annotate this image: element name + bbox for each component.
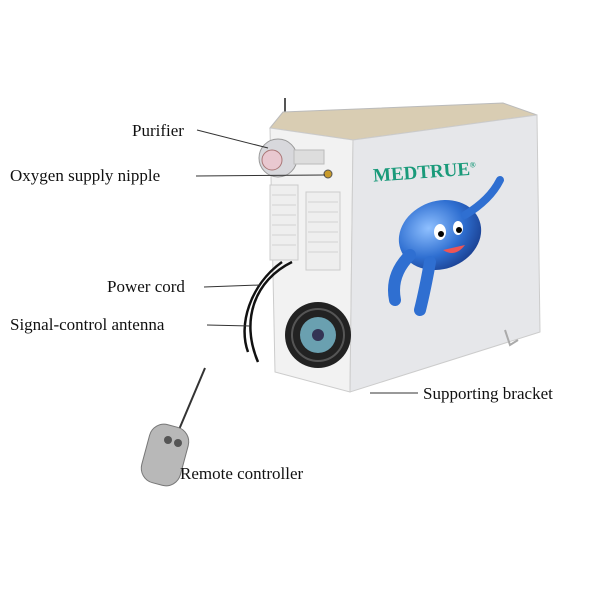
label-signal-control-antenna: Signal-control antenna	[10, 315, 165, 334]
mascot-illustration	[388, 176, 504, 316]
power-cord-cable	[249, 260, 293, 363]
label-power-cord: Power cord	[107, 277, 185, 296]
label-purifier: Purifier	[132, 121, 184, 140]
label-remote-controller: Remote controller	[180, 464, 304, 483]
purifier-part	[258, 138, 325, 178]
vent-left	[269, 184, 299, 261]
antenna-cable	[243, 260, 283, 353]
vent-right	[305, 191, 341, 271]
label-oxygen-supply-nipple: Oxygen supply nipple	[10, 166, 161, 185]
fan	[285, 302, 351, 368]
remote-controller-device	[140, 367, 206, 487]
oxygen-nipple-part	[323, 169, 333, 179]
leader-lines	[195, 129, 418, 394]
bracket-part	[504, 329, 519, 347]
label-supporting-bracket: Supporting bracket	[423, 384, 553, 403]
